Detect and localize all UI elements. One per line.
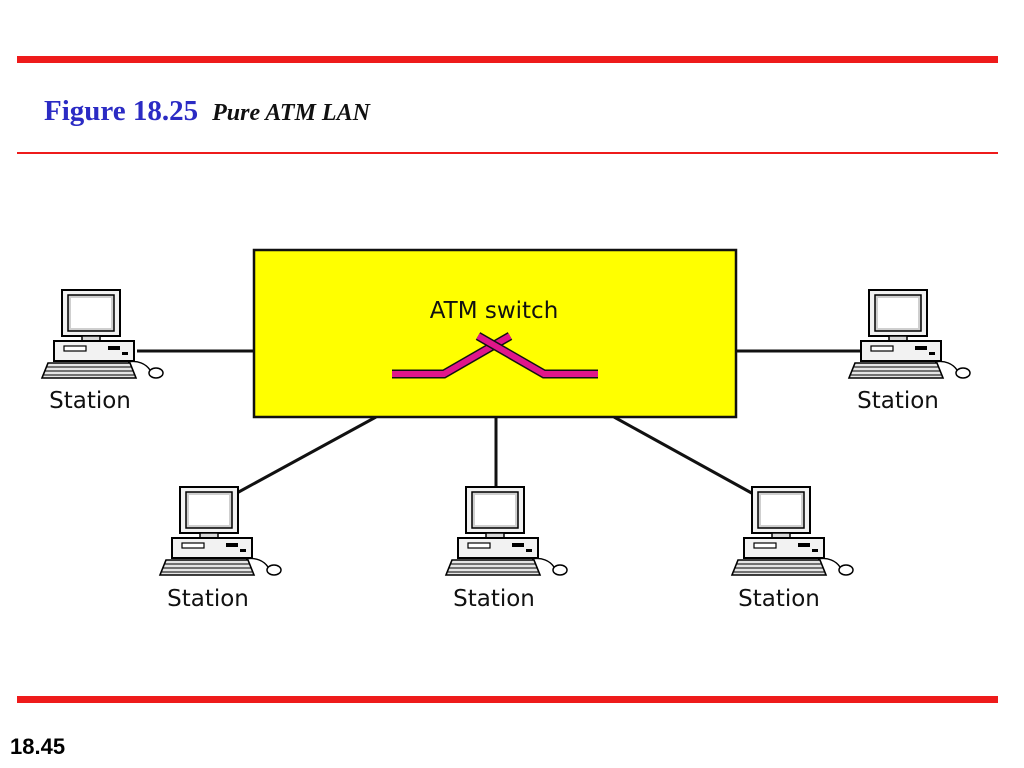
station-right: Station	[848, 289, 971, 414]
station-bottom-left: Station	[159, 486, 282, 612]
station-bottom-center: Station	[445, 486, 568, 612]
link-station-bottom-right	[613, 415, 758, 498]
computer-icon	[445, 486, 568, 576]
slide-number: 18.45	[10, 734, 66, 759]
station-bottom-right: Station	[731, 486, 854, 612]
figure-name: Pure ATM LAN	[212, 100, 370, 126]
computer-icon	[159, 486, 282, 576]
switch-crossing-icon	[392, 332, 598, 379]
station-label: Station	[49, 388, 131, 414]
title-underline	[17, 152, 998, 154]
station-label: Station	[857, 388, 939, 414]
atm-switch-box	[252, 248, 738, 419]
bottom-rule	[17, 696, 998, 703]
station-label: Station	[453, 586, 535, 612]
station-left: Station	[41, 289, 164, 414]
top-rule	[17, 56, 998, 63]
figure-number: Figure 18.25	[44, 95, 199, 127]
link-station-bottom-left	[234, 415, 377, 496]
figure-title: Figure 18.25 Pure ATM LAN	[44, 95, 370, 128]
station-label: Station	[167, 586, 249, 612]
links	[137, 349, 862, 498]
station-label: Station	[738, 586, 820, 612]
computer-icon	[41, 289, 164, 379]
computer-icon	[848, 289, 971, 379]
atm-switch-label: ATM switch	[430, 298, 559, 324]
computer-icon	[731, 486, 854, 576]
